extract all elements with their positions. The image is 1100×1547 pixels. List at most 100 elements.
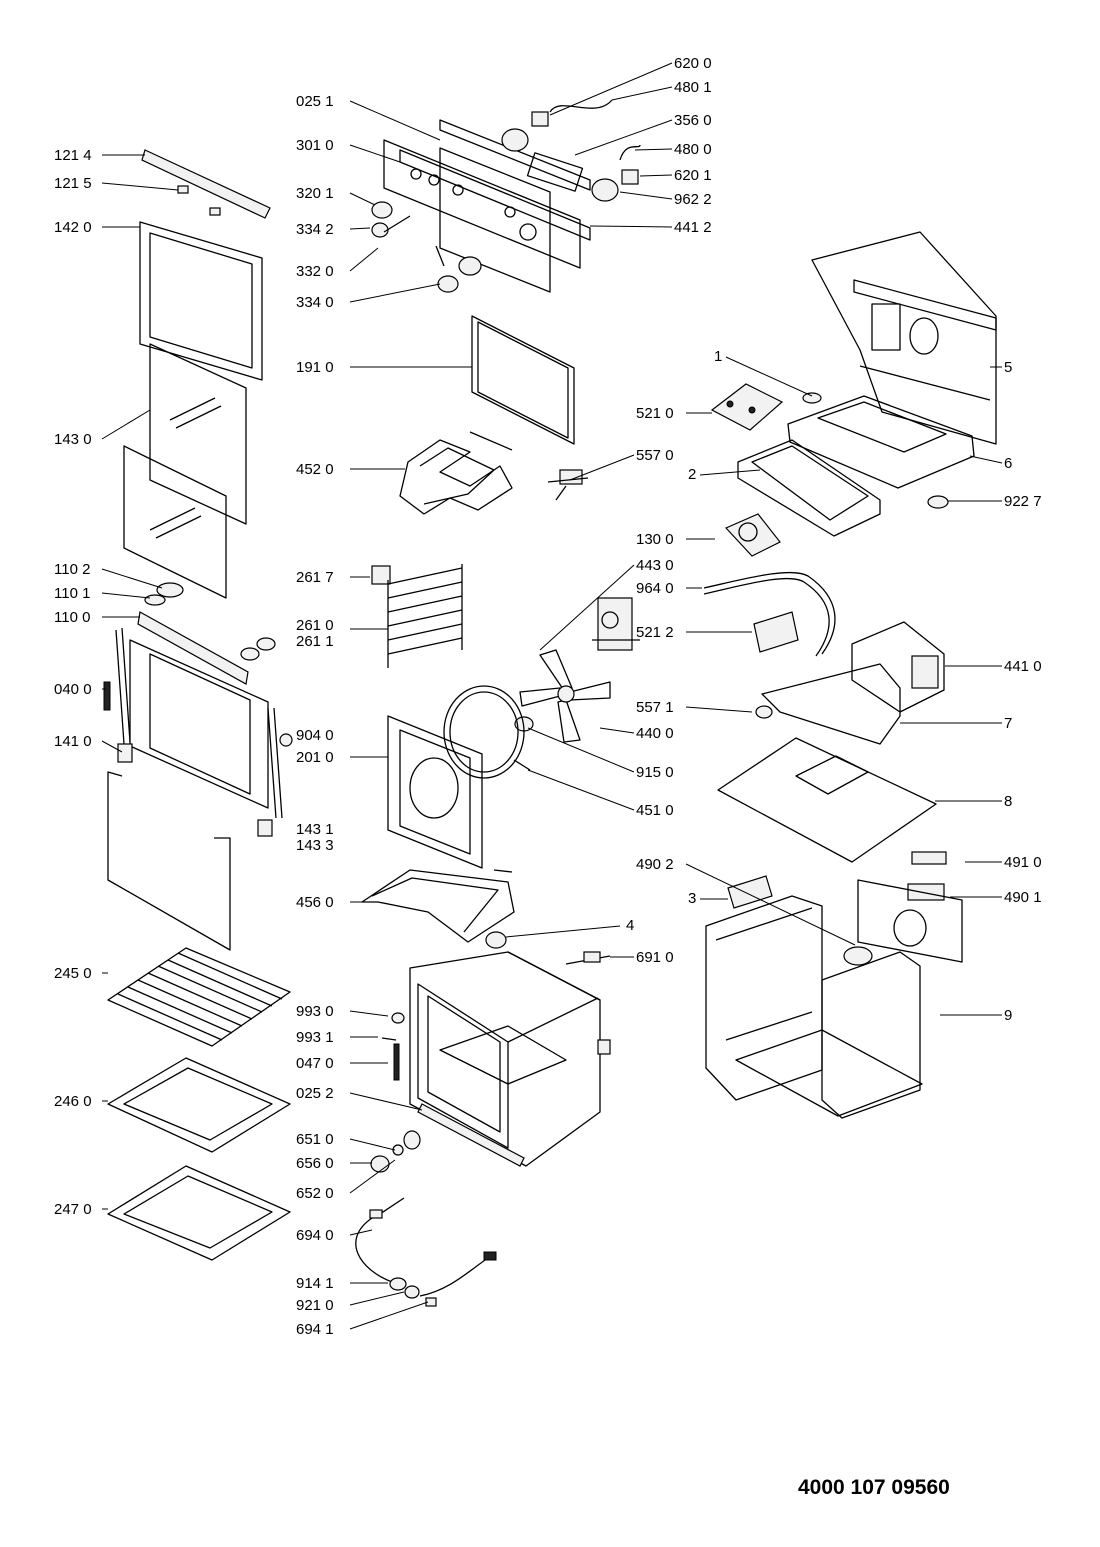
control-knobs-part: [371, 201, 482, 293]
part-callout-label: 443 0: [636, 557, 674, 574]
leader-line: [589, 225, 673, 228]
leader-line: [639, 174, 673, 177]
part-callout-label: 4: [626, 917, 634, 934]
part-callout-label: 993 0: [296, 1003, 334, 1020]
part-callout-label: 557 0: [636, 447, 674, 464]
leader-line: [349, 227, 371, 230]
part-callout-label: 2: [688, 466, 696, 483]
control-panel-part: [383, 119, 591, 293]
probe-cable-part: [355, 1197, 497, 1307]
part-callout-label: 121 5: [54, 175, 92, 192]
document-number: 4000 107 09560: [798, 1476, 950, 1499]
air-duct-part: [703, 571, 836, 657]
part-callout-label: 490 1: [1004, 889, 1042, 906]
part-callout-label: 441 2: [674, 219, 712, 236]
part-callout-label: 441 0: [1004, 658, 1042, 675]
part-callout-label: 143 0: [54, 431, 92, 448]
leader-line: [619, 191, 673, 200]
part-callout-label: 025 1: [296, 93, 334, 110]
part-callout-label: 334 2: [296, 221, 334, 238]
part-callout-label: 651 0: [296, 1131, 334, 1148]
door-lock-knob-part: [370, 1130, 421, 1173]
insulation-block-part: [727, 875, 773, 909]
cooling-fan-part: [724, 513, 781, 557]
cooling-motor-part: [851, 621, 945, 713]
leader-line: [549, 62, 673, 116]
part-callout-label: 047 0: [296, 1055, 334, 1072]
door-top-trim-part: [141, 149, 271, 219]
part-callout-label: 440 0: [636, 725, 674, 742]
motor-bracket-part: [761, 663, 901, 745]
leader-line: [101, 592, 151, 599]
grill-element-part: [361, 869, 515, 943]
fan-blade-part: [519, 649, 611, 743]
part-callout-label: 141 0: [54, 733, 92, 750]
leader-line: [349, 100, 441, 141]
leader-line: [349, 144, 401, 163]
leader-line: [101, 740, 123, 753]
leader-line: [349, 1229, 373, 1236]
part-callout-label: 246 0: [54, 1093, 92, 1110]
leader-line: [349, 1138, 396, 1151]
leader-line: [611, 86, 673, 101]
door-seal-part: [107, 771, 231, 951]
leader-line: [349, 1010, 389, 1017]
part-callout-label: 694 1: [296, 1321, 334, 1338]
leader-line: [349, 1159, 396, 1194]
part-callout-label: 356 0: [674, 112, 712, 129]
part-callout-label: 921 0: [296, 1297, 334, 1314]
part-callout-label: 480 0: [674, 141, 712, 158]
door-glass-clips-part: [144, 582, 276, 661]
part-callout-label: 620 0: [674, 55, 712, 72]
part-callout-label: 557 1: [636, 699, 674, 716]
leader-line: [685, 706, 753, 713]
leader-line: [685, 863, 856, 946]
outer-casing-part: [705, 879, 963, 1119]
part-callout-label: 261 7: [296, 569, 334, 586]
part-callout-label: 521 2: [636, 624, 674, 641]
leader-line: [349, 1291, 405, 1306]
part-callout-label: 962 2: [674, 191, 712, 208]
leader-line: [101, 409, 151, 440]
thermostat-part: [547, 469, 589, 501]
part-callout-label: 332 0: [296, 263, 334, 280]
part-callout-label: 191 0: [296, 359, 334, 376]
leader-line: [699, 469, 761, 476]
part-callout-label: 143 1: [296, 821, 334, 838]
door-frame-part: [103, 611, 293, 837]
leader-line: [349, 1301, 429, 1330]
part-callout-label: 6: [1004, 455, 1012, 472]
part-callout-label: 452 0: [296, 461, 334, 478]
part-callout-label: 261 0: [296, 617, 334, 634]
baking-tray-part: [107, 1057, 291, 1153]
base-plate-part: [737, 439, 881, 537]
part-callout-label: 993 1: [296, 1029, 334, 1046]
door-outer-glass-part: [139, 221, 263, 381]
lamp-cover-part: [485, 931, 507, 949]
ring-element-part: [443, 685, 531, 779]
part-callout-label: 110 1: [54, 585, 90, 602]
deep-tray-part: [107, 1165, 291, 1261]
electronics-module-part: [501, 99, 641, 202]
part-callout-label: 8: [1004, 793, 1012, 810]
part-callout-label: 201 0: [296, 749, 334, 766]
leader-line: [349, 1092, 423, 1111]
part-callout-label: 025 2: [296, 1085, 334, 1102]
part-callout-label: 964 0: [636, 580, 674, 597]
part-callout-label: 5: [1004, 359, 1012, 376]
leader-line: [539, 564, 635, 651]
door-inner-glass-panels-part: [123, 343, 247, 599]
switch-box-part: [753, 611, 799, 653]
part-callout-label: 130 0: [636, 531, 674, 548]
part-callout-label: 334 0: [296, 294, 334, 311]
part-callout-label: 247 0: [54, 1201, 92, 1218]
thermal-fuse-part: [755, 705, 773, 719]
part-callout-label: 915 0: [636, 764, 674, 781]
part-callout-label: 301 0: [296, 137, 334, 154]
part-callout-label: 451 0: [636, 802, 674, 819]
door-gasket-part: [471, 315, 575, 445]
control-board-part: [710, 383, 784, 431]
part-callout-label: 3: [688, 890, 696, 907]
part-callout-label: 143 3: [296, 837, 334, 854]
